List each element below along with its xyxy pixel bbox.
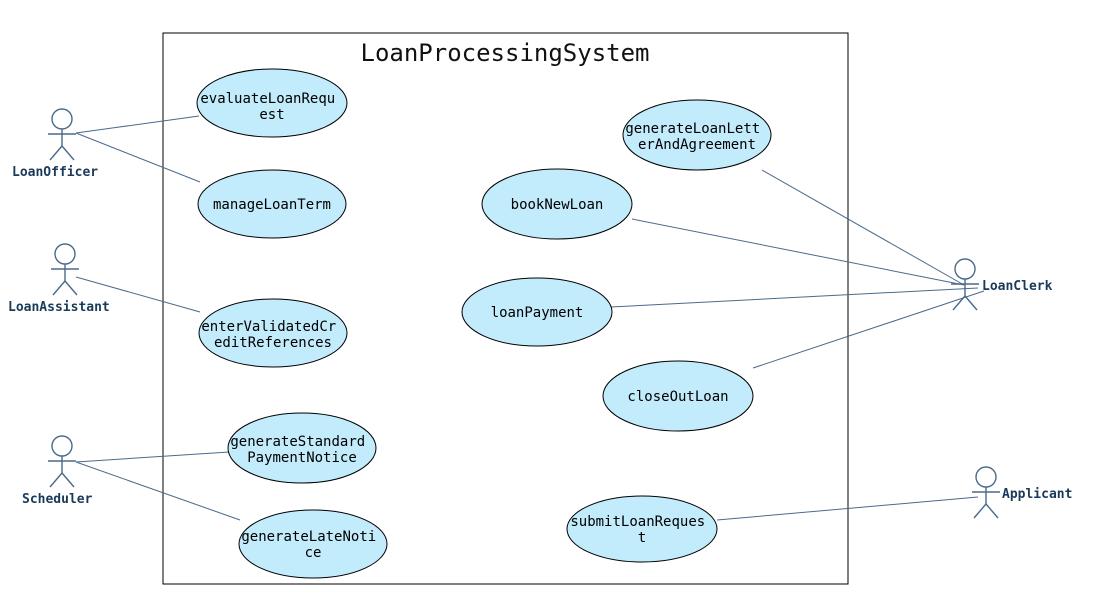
actor-label: Applicant [1002,487,1072,502]
use-case-label: evaluateLoanRequ [200,91,335,107]
use-case-label: ce [305,545,322,561]
actor-label: Scheduler [22,492,93,507]
stick-figure-icon [972,466,1000,519]
use-case-loan-payment: loanPayment [461,277,613,347]
svg-text:submitLoanReques t: submitLoanReques t [570,514,713,546]
actor-loan-officer: LoanOfficer [12,108,98,180]
use-case-label: PaymentNotice [247,450,357,466]
actor-loan-clerk: LoanClerk [951,258,1053,311]
use-case-label: t [638,530,646,546]
use-case-label: manageLoanTerm [213,197,331,213]
use-case-manage-loan-term: manageLoanTerm [197,169,347,239]
assoc-loanassistant-enter [75,276,201,313]
associations [75,115,985,521]
use-case-enter-validated-credit-references: enterValidatedCr editReferences [198,298,348,368]
svg-text:generateStandard Payment: generateStandard PaymentNotice [230,434,373,466]
use-case-label: editReferences [214,335,332,351]
use-case-evaluate-loan-request: evaluateLoanRequ est [196,68,348,138]
actor-label: LoanAssistant [8,300,110,315]
use-case-label: enterValidatedCr [201,319,336,335]
use-case-label: est [259,107,284,123]
svg-text:enterValidatedCr editRef: enterValidatedCr editReferences [201,319,344,351]
assoc-loanclerk-letter [761,169,965,286]
use-case-generate-standard-payment-notice: generateStandard PaymentNotice [227,412,377,484]
svg-text:generateLateNoti ce: generateLateNoti ce [241,529,384,561]
use-case-label: closeOutLoan [627,389,728,405]
assoc-loanclerk-payment [610,287,979,308]
assoc-applicant-submit [716,496,979,521]
stick-figure-icon [48,435,76,488]
stick-figure-icon [951,258,979,311]
actor-loan-assistant: LoanAssistant [8,243,110,315]
use-case-label: erAndAgreement [638,137,756,153]
svg-text:generateLoanLett erAndAg: generateLoanLett erAndAgreement [625,121,768,153]
use-case-label: bookNewLoan [511,197,604,213]
use-case-submit-loan-request: submitLoanReques t [566,495,718,563]
stick-figure-icon [51,243,79,296]
assoc-loanofficer-manage [75,132,201,183]
use-case-label: generateStandard [230,434,365,450]
use-case-label: submitLoanReques [570,514,705,530]
actor-label: LoanClerk [982,279,1053,294]
use-case-label: generateLateNoti [241,529,376,545]
system-title: LoanProcessingSystem [361,39,650,67]
use-case-generate-loan-letter-and-agreement: generateLoanLett erAndAgreement [622,99,772,171]
actor-scheduler: Scheduler [22,435,93,507]
stick-figure-icon [48,108,76,161]
use-case-book-new-loan: bookNewLoan [481,168,633,240]
svg-text:evaluateLoanRequ est: evaluateLoanRequ est [200,91,343,123]
assoc-loanclerk-closeout [752,290,985,369]
assoc-scheduler-standard [75,451,230,463]
use-case-close-out-loan: closeOutLoan [602,360,754,432]
use-case-label: loanPayment [491,305,584,321]
use-case-label: generateLoanLett [625,121,760,137]
use-case-generate-late-notice: generateLateNoti ce [238,509,388,579]
actor-applicant: Applicant [972,466,1072,519]
assoc-loanofficer-evaluate [75,115,200,134]
assoc-scheduler-late [75,461,241,521]
actor-label: LoanOfficer [12,165,98,180]
assoc-loanclerk-book [631,218,965,286]
system-boundary [162,32,849,585]
